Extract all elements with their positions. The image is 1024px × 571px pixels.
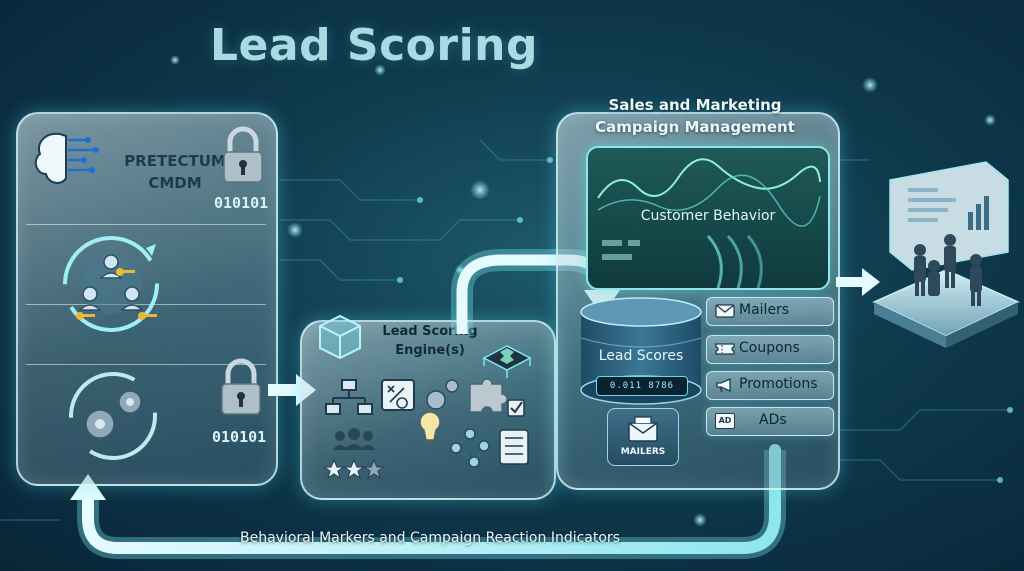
campaign-title-line1: Sales and Marketing	[608, 96, 782, 114]
envelope-icon	[715, 304, 735, 318]
engine-label-line2: Engine(s)	[395, 343, 465, 358]
megaphone-icon	[716, 377, 731, 393]
binary-text-top: 010101	[214, 194, 269, 212]
ad-badge-text: AD	[718, 416, 732, 425]
arrow-right-icon	[836, 268, 880, 296]
gears-cycle-icon	[69, 372, 157, 460]
slab-divider	[26, 304, 266, 305]
mailers-tile: MAILERS	[607, 408, 679, 466]
diagram-title: Lead Scoring	[210, 20, 538, 71]
campaign-title-line2: Campaign Management	[595, 118, 795, 136]
puzzle-chip-icon	[482, 345, 532, 378]
channel-label: Mailers	[739, 302, 790, 318]
channel-promotions: Promotions	[706, 371, 834, 400]
mailers-tile-label: MAILERS	[620, 447, 666, 457]
user-keys-cycle-icon	[63, 236, 159, 332]
cmdm-label: PRETECTUM CMDM	[120, 150, 230, 194]
engine-label-line1: Lead Scoring	[382, 324, 478, 339]
ad-badge-icon: AD	[715, 413, 735, 429]
slab-divider	[26, 364, 266, 365]
customer-behavior-screen: Customer Behavior	[586, 146, 830, 290]
engine-factor-icons	[324, 378, 529, 480]
sales-team-platform-icon	[872, 161, 1020, 348]
customer-behavior-label: Customer Behavior	[640, 208, 776, 224]
padlock-icon	[223, 126, 263, 183]
engine-label: Lead Scoring Engine(s)	[370, 322, 490, 360]
channel-label: Promotions	[739, 376, 818, 392]
binary-text-bottom: 010101	[212, 428, 267, 446]
brain-circuit-icon	[34, 132, 99, 184]
channel-ads: AD ADs	[706, 407, 834, 436]
channel-coupons: Coupons	[706, 335, 834, 364]
campaign-title: Sales and Marketing Campaign Management	[570, 94, 820, 138]
lead-scores-digit-display: 0.011 8786	[596, 376, 688, 396]
lead-scoring-engine-panel: Lead Scoring Engine(s)	[300, 314, 556, 500]
envelope-icon	[628, 416, 658, 442]
feedback-loop-label: Behavioral Markers and Campaign Reaction…	[240, 530, 620, 546]
slab-divider	[26, 224, 266, 225]
padlock-icon	[221, 358, 261, 415]
cmdm-label-line2: CMDM	[148, 174, 202, 192]
ticket-icon	[715, 343, 735, 355]
channel-mailers: Mailers	[706, 297, 834, 326]
channel-label: Coupons	[739, 340, 800, 356]
channel-label: ADs	[759, 412, 787, 428]
cube-icon	[319, 314, 361, 360]
cmdm-panel: PRETECTUM CMDM 010101	[16, 112, 278, 486]
cmdm-label-line1: PRETECTUM	[124, 152, 226, 170]
behavior-wave-graphic	[597, 158, 821, 288]
lead-scores-label: Lead Scores	[598, 348, 684, 364]
